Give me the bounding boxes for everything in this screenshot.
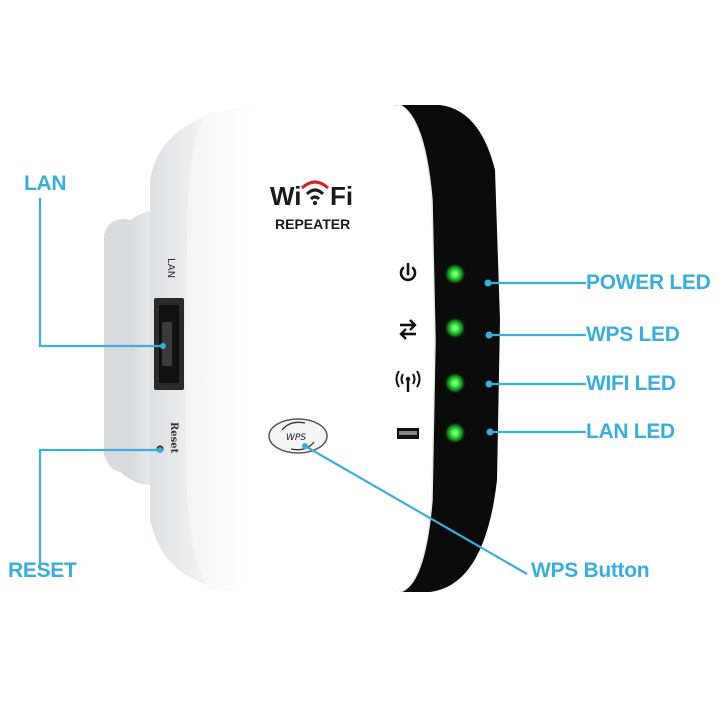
callout-power-led: POWER LED	[586, 271, 711, 294]
side-reset-label: Reset	[168, 422, 179, 454]
power-icon	[399, 262, 417, 282]
callout-lines	[38, 198, 586, 575]
wps-button[interactable]: WPS	[268, 418, 328, 454]
callout-dots	[157, 279, 494, 453]
callout-reset: RESET	[8, 559, 77, 582]
brand-sub: REPEATER	[275, 216, 350, 232]
wps-sync-icon	[399, 319, 417, 340]
brand-fi: Fi	[330, 181, 353, 211]
wifi-logo: Wi Fi REPEATER	[270, 180, 353, 232]
device-front-face	[185, 104, 436, 593]
callout-wifi-led: WIFI LED	[586, 372, 676, 395]
wifi-led	[444, 372, 466, 394]
wifi-signal-icon	[395, 370, 421, 392]
side-port-label: LAN	[165, 258, 176, 278]
wps-button-text: WPS	[286, 433, 306, 443]
brand-wi: Wi	[270, 181, 302, 211]
power-led	[444, 263, 466, 285]
wifi-logo-icon	[300, 180, 330, 205]
callout-wps-led: WPS LED	[586, 323, 680, 346]
wps-led	[444, 317, 466, 339]
callout-lan-led: LAN LED	[586, 420, 675, 443]
lan-led	[444, 422, 466, 444]
callout-lan: LAN	[24, 172, 67, 195]
lan-port-icon	[397, 428, 419, 439]
lan-port	[154, 298, 184, 390]
callout-wps-button: WPS Button	[531, 559, 650, 582]
